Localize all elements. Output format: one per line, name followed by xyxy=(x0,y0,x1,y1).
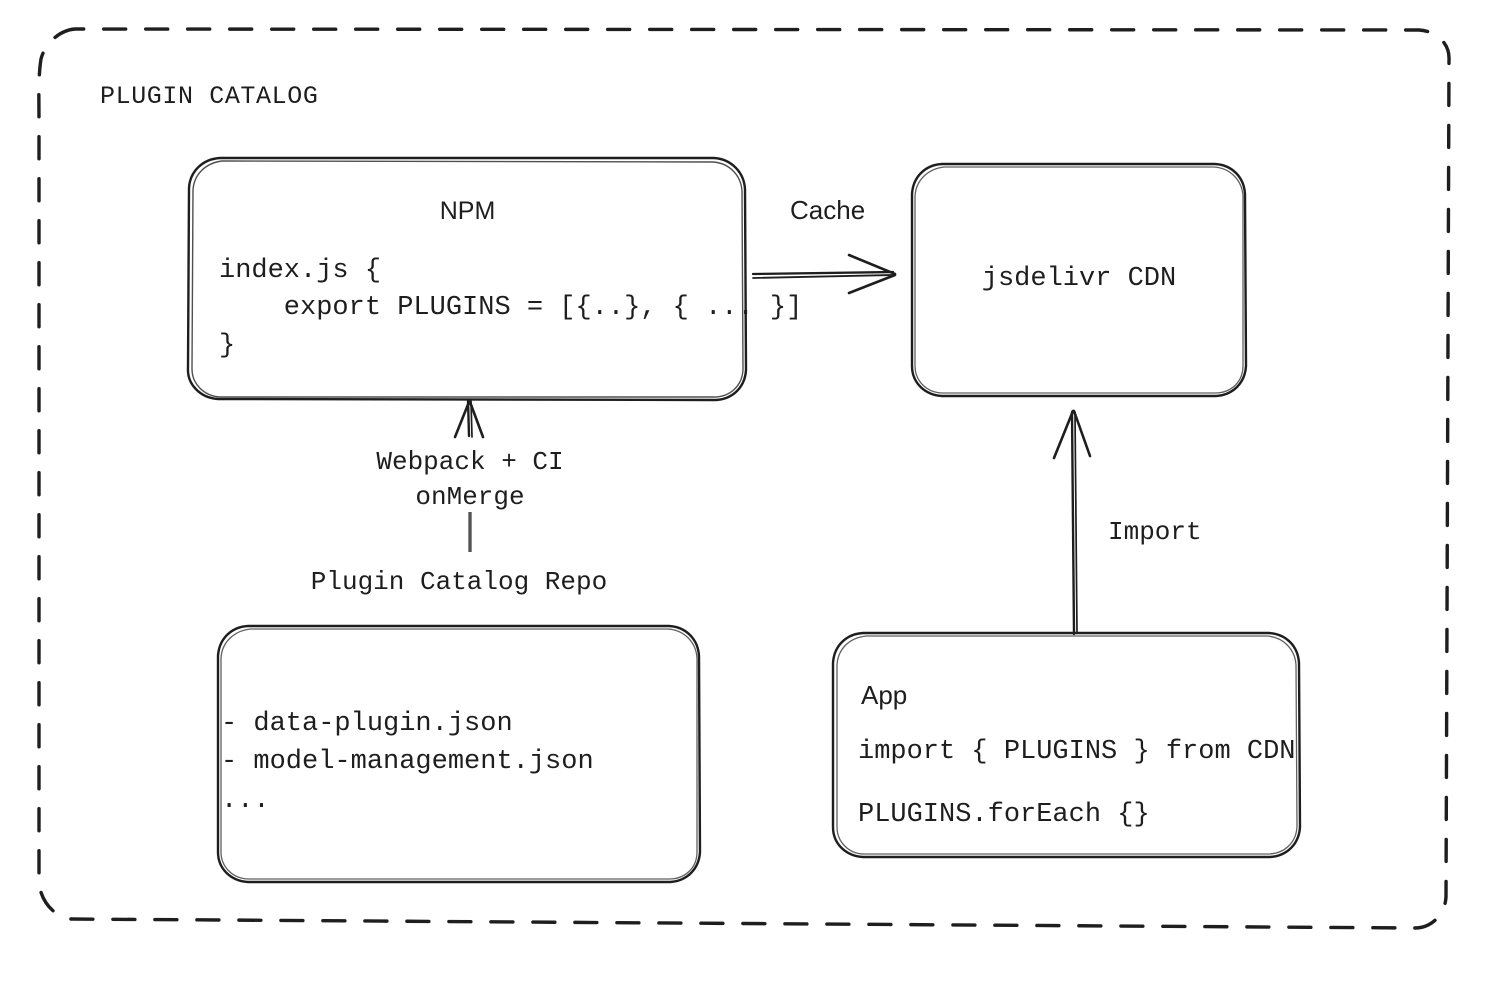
app-box-title: App xyxy=(861,680,908,710)
group-title: PLUGIN CATALOG xyxy=(100,82,319,111)
import-edge-label: Import xyxy=(1108,517,1202,547)
repo-file-list: - data-plugin.json - model-management.js… xyxy=(221,709,594,816)
cdn-box-title: jsdelivr CDN xyxy=(981,264,1177,294)
import-arrow xyxy=(1052,409,1092,636)
npm-box-title: NPM xyxy=(439,197,496,225)
npm-code-block: index.js { export PLUGINS = [{..}, { ...… xyxy=(219,256,803,361)
repo-box-label: Plugin Catalog Repo xyxy=(310,567,608,597)
build-edge-label: Webpack + CI onMerge xyxy=(376,447,564,513)
cache-edge-label: Cache xyxy=(790,195,866,225)
app-import-line: import { PLUGINS } from CDN xyxy=(858,737,1296,767)
app-foreach-line: PLUGINS.forEach {} xyxy=(858,800,1150,830)
